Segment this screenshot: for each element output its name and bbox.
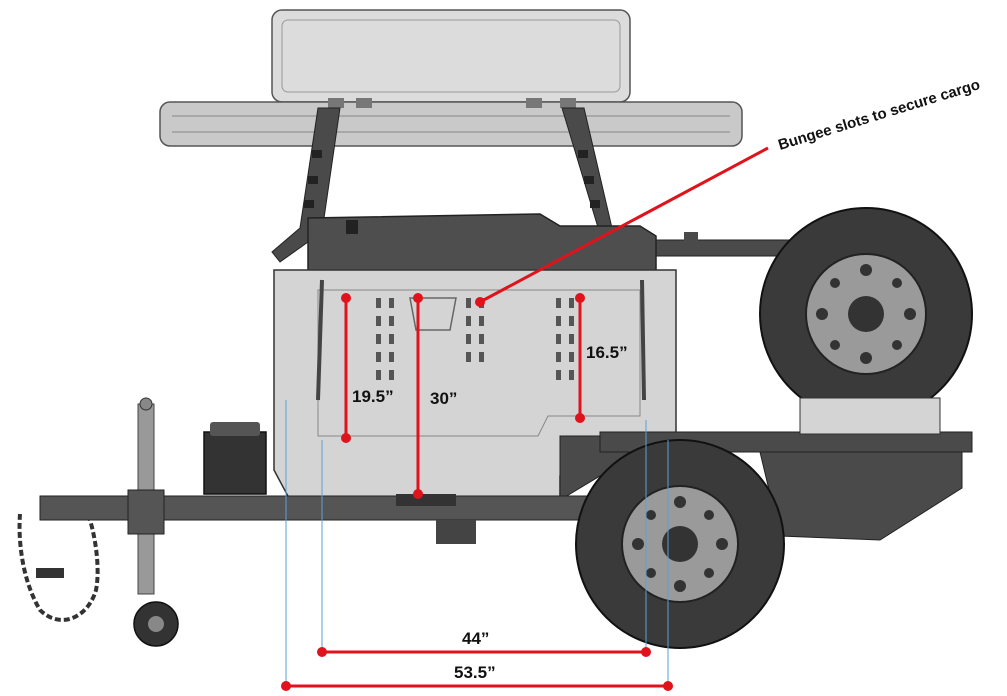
battery-box <box>203 422 267 495</box>
dimension-label-44: 44” <box>462 629 489 648</box>
dimension-30: 30” <box>413 293 457 499</box>
spare-tire-arm <box>655 232 797 257</box>
dimension-label-16-5: 16.5” <box>586 343 628 362</box>
roof-cargo-box <box>271 9 631 103</box>
roof-crossbar <box>159 98 743 147</box>
spare-tire <box>759 207 973 421</box>
dimension-19-5: 19.5” <box>341 293 394 443</box>
dimension-label-19-5: 19.5” <box>352 387 394 406</box>
bungee-slots <box>376 297 574 380</box>
main-tire <box>575 439 785 649</box>
handle-recess <box>409 297 457 331</box>
dimension-label-30: 30” <box>430 389 457 408</box>
dimension-16-5: 16.5” <box>575 293 628 423</box>
gas-struts <box>316 279 646 401</box>
dimension-53-5: 53.5” <box>281 663 673 691</box>
callout-label: Bungee slots to secure cargo <box>776 76 982 154</box>
dimension-44: 44” <box>317 629 651 657</box>
reference-lines <box>285 400 669 690</box>
tongue-jack <box>127 397 179 647</box>
dimension-label-53-5: 53.5” <box>454 663 496 682</box>
safety-chain <box>17 513 100 622</box>
